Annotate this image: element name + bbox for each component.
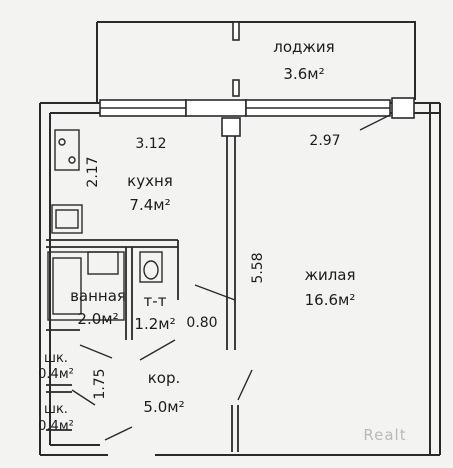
closet-top-area: 0.4м² xyxy=(38,367,74,382)
fixtures xyxy=(47,129,163,321)
door-bath xyxy=(79,344,113,359)
door-width-label: 0.80 xyxy=(186,315,217,331)
wall-post xyxy=(391,97,415,119)
bottom-wall xyxy=(40,444,440,456)
closet-bottom-area: 0.4м² xyxy=(38,419,74,434)
toilet-bowl xyxy=(139,251,163,283)
kitchen-depth-label: 2.17 xyxy=(85,156,101,187)
door-toilet xyxy=(139,339,176,361)
loggia-area: 3.6м² xyxy=(283,65,324,83)
bathroom-name: ванная xyxy=(70,287,126,305)
loggia-name: лоджия xyxy=(273,38,334,56)
washbasin xyxy=(87,251,119,275)
windows xyxy=(99,21,415,137)
toilet-area: 1.2м² xyxy=(134,315,175,333)
living-area: 16.6м² xyxy=(305,291,356,309)
left-wall xyxy=(39,103,51,455)
living-width-label: 2.97 xyxy=(309,133,340,149)
doors xyxy=(71,114,391,441)
loggia-mark xyxy=(232,21,240,41)
partition-living-lower xyxy=(231,405,239,452)
stove xyxy=(54,129,80,171)
loggia-mark-2 xyxy=(232,79,240,97)
living-length-label: 5.58 xyxy=(250,252,266,283)
kitchen-name: кухня xyxy=(127,172,173,190)
closet-walls xyxy=(46,384,72,431)
room-labels: лоджия 3.6м² кухня 7.4м² жилая 16.6м² ва… xyxy=(38,38,355,434)
door-living xyxy=(194,284,236,301)
partition-living xyxy=(226,135,236,350)
loggia-door xyxy=(359,114,391,131)
closet-top-name: шк. xyxy=(44,351,68,366)
toilet-name: т-т xyxy=(144,292,167,310)
corridor-length-label: 1.75 xyxy=(92,368,108,399)
column xyxy=(221,117,241,137)
kitchen-sink xyxy=(51,204,83,234)
kitchen-width-label: 3.12 xyxy=(135,136,166,152)
door-corridor xyxy=(237,369,253,401)
right-wall xyxy=(429,103,441,455)
bath-toilet-wall xyxy=(125,247,133,340)
bath-top-wall xyxy=(46,239,178,248)
corridor-name: кор. xyxy=(148,369,181,387)
window-pier xyxy=(185,99,247,117)
watermark: Realt xyxy=(363,426,406,444)
door-closet xyxy=(71,389,96,406)
bathtub xyxy=(47,251,125,321)
bathroom-area: 2.0м² xyxy=(77,310,118,328)
dimension-labels: 3.12 2.97 2.17 5.58 0.80 1.75 xyxy=(85,133,341,400)
closet-bottom-name: шк. xyxy=(44,402,68,417)
kitchen-area: 7.4м² xyxy=(129,196,170,214)
loggia-wall xyxy=(97,21,416,100)
living-name: жилая xyxy=(304,266,355,284)
door-entry xyxy=(104,426,133,441)
corridor-area: 5.0м² xyxy=(143,398,184,416)
